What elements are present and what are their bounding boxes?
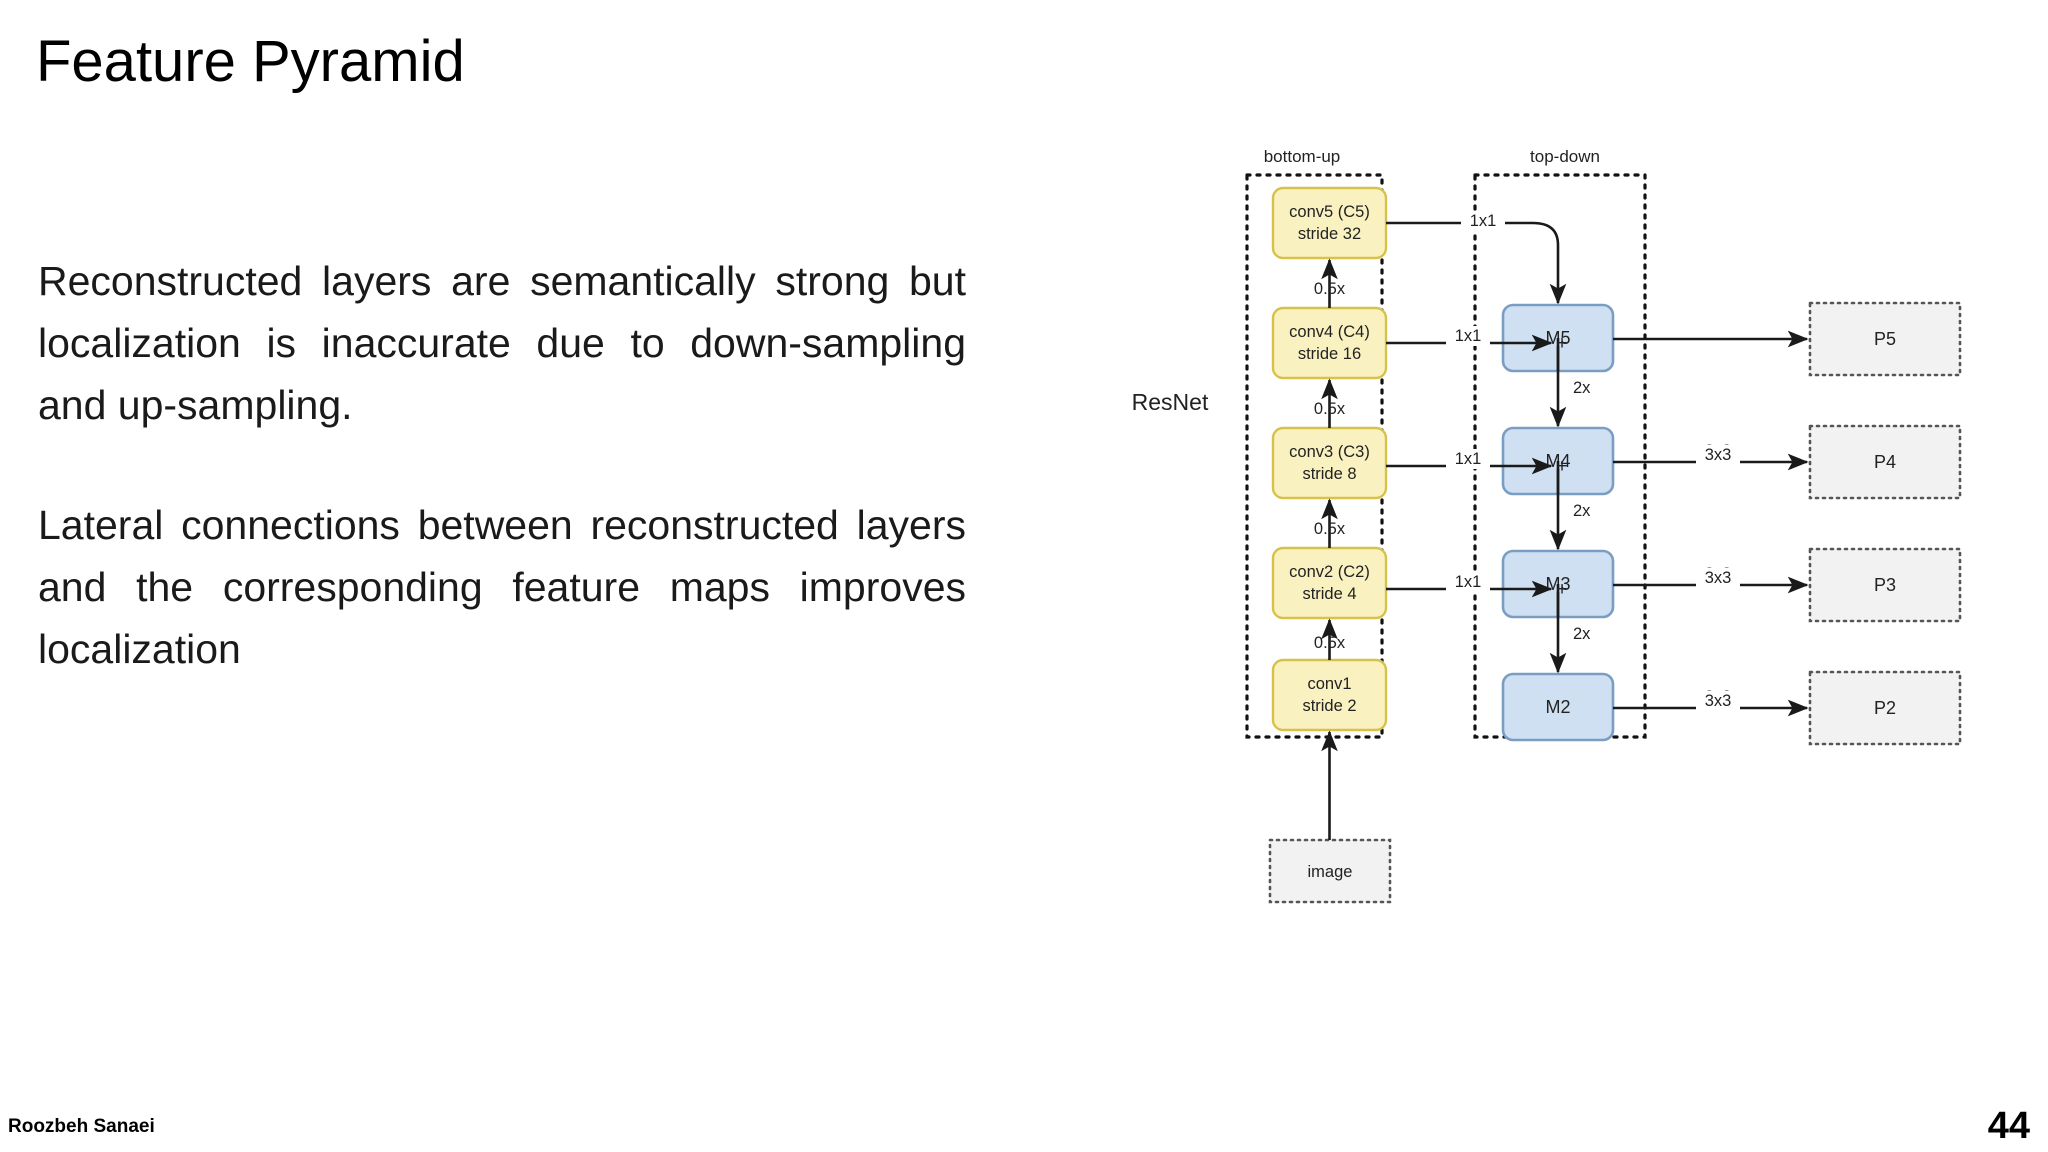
backbone-block-conv5-line1: conv5 (C5) xyxy=(1289,203,1370,221)
backbone-block-conv4: conv4 (C4) stride 16 xyxy=(1271,306,1388,380)
resnet-label: ResNet xyxy=(1132,389,1209,415)
footer-page-number: 44 xyxy=(1987,1105,2030,1147)
feature-pyramid-diagram: bottom-up top-down ResNet conv5 (C5) str… xyxy=(1110,140,2040,1100)
downsample-label-3: 0.5x xyxy=(1314,520,1346,538)
backbone-block-conv4-line2: stride 16 xyxy=(1298,345,1361,363)
downsample-label-4: 0.5x xyxy=(1314,634,1346,652)
output-block-p4-label: P4 xyxy=(1874,452,1896,472)
output-block-p2: P2 xyxy=(1808,670,1962,746)
output-block-p2-label: P2 xyxy=(1874,698,1896,718)
backbone-block-conv2-line1: conv2 (C2) xyxy=(1289,563,1370,581)
column-header-top-down: top-down xyxy=(1530,147,1600,166)
backbone-block-conv3: conv3 (C3) stride 8 xyxy=(1271,426,1388,500)
paragraph-2: Lateral connections between reconstructe… xyxy=(38,502,966,672)
lateral-label-2-top: 1x1 xyxy=(1455,327,1482,345)
output-conv-label-3-top: 3x3 xyxy=(1705,569,1732,587)
footer-author: Roozbeh Sanaei xyxy=(8,1116,155,1137)
lateral-label-3-top: 1x1 xyxy=(1455,450,1482,468)
output-conv-label-4-top: 3x3 xyxy=(1705,692,1732,710)
backbone-block-conv5: conv5 (C5) stride 32 xyxy=(1271,186,1388,260)
merge-symbol-1: + xyxy=(1556,333,1567,354)
backbone-block-conv1-line1: conv1 xyxy=(1307,675,1351,693)
backbone-block-conv5-line2: stride 32 xyxy=(1298,225,1361,243)
downsample-label-1: 0.5x xyxy=(1314,280,1346,298)
paragraph-1: Reconstructed layers are semantically st… xyxy=(38,258,966,428)
backbone-block-conv3-line2: stride 8 xyxy=(1302,465,1356,483)
output-conv-label-2-top: 3x3 xyxy=(1705,446,1732,464)
backbone-block-conv2: conv2 (C2) stride 4 xyxy=(1271,546,1388,620)
output-block-p5-label: P5 xyxy=(1874,329,1896,349)
input-image-block: image xyxy=(1268,838,1392,904)
input-image-label: image xyxy=(1308,863,1353,881)
backbone-block-conv4-line1: conv4 (C4) xyxy=(1289,323,1370,341)
merge-symbol-2: + xyxy=(1556,456,1567,477)
output-block-p4: P4 xyxy=(1808,424,1962,500)
backbone-block-conv1: conv1 stride 2 xyxy=(1271,658,1388,732)
upsample-label-3: 2x xyxy=(1573,625,1591,643)
body-text-column: Reconstructed layers are semantically st… xyxy=(38,250,966,680)
page-title: Feature Pyramid xyxy=(36,29,465,94)
output-block-p3: P3 xyxy=(1808,547,1962,623)
bottom-up-group-box xyxy=(1245,173,1384,739)
lateral-connection-c5 xyxy=(1386,221,1567,305)
lateral-label-4-top: 1x1 xyxy=(1455,573,1482,591)
output-block-p3-label: P3 xyxy=(1874,575,1896,595)
merge-symbol-3: + xyxy=(1556,579,1567,600)
backbone-block-conv3-line1: conv3 (C3) xyxy=(1289,443,1370,461)
merge-block-m2-label: M2 xyxy=(1545,697,1570,717)
downsample-label-2: 0.5x xyxy=(1314,400,1346,418)
backbone-block-conv1-line2: stride 2 xyxy=(1302,697,1356,715)
upsample-label-1: 2x xyxy=(1573,379,1591,397)
merge-block-m2: M2 xyxy=(1501,672,1615,742)
backbone-block-conv2-line2: stride 4 xyxy=(1302,585,1356,603)
output-block-p5: P5 xyxy=(1808,301,1962,377)
upsample-label-2: 2x xyxy=(1573,502,1591,520)
column-header-bottom-up: bottom-up xyxy=(1264,147,1341,166)
lateral-label-1-top: 1x1 xyxy=(1470,212,1497,230)
